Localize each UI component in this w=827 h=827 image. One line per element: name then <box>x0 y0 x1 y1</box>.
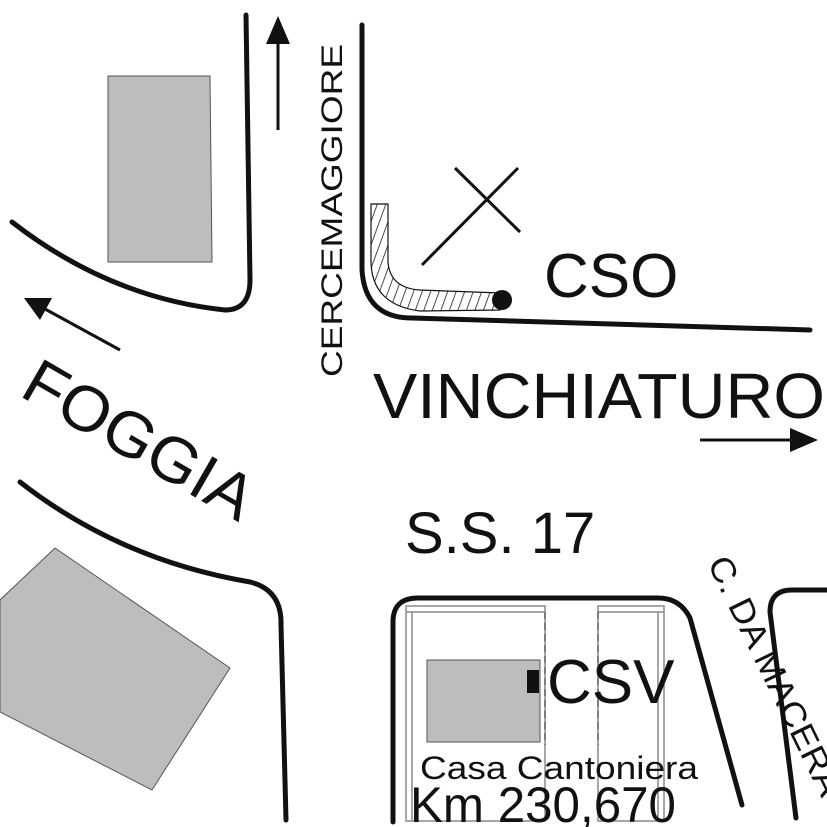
label-km: Km 230,670 <box>410 777 676 827</box>
label-cercemaggiore: CERCEMAGGIORE <box>316 44 349 377</box>
label-ss17: S.S. 17 <box>405 501 595 566</box>
building-bottom-left <box>0 547 231 791</box>
building-top-left <box>107 75 213 263</box>
csv-marker <box>527 670 539 693</box>
arrow-up-icon <box>266 16 290 130</box>
road-edge-top-left <box>9 12 253 313</box>
arrow-right-icon <box>700 428 818 452</box>
cross-icon <box>420 166 522 267</box>
label-cso: CSO <box>544 242 678 311</box>
casa-cantoniera-building <box>426 659 541 743</box>
road-edge-top-right <box>359 22 813 333</box>
road-edge-contrada <box>767 587 827 821</box>
road-edge-bottom-block <box>390 595 745 825</box>
label-vinchiaturo: VINCHIATURO <box>373 360 825 432</box>
label-casa-cantoniera: Casa Cantoniera <box>420 750 698 786</box>
road-edge-bottom-left <box>17 479 289 823</box>
label-csv: CSV <box>547 648 675 717</box>
cso-point-marker <box>492 290 512 310</box>
hatched-area <box>370 203 501 312</box>
arrow-left-icon <box>24 298 121 352</box>
